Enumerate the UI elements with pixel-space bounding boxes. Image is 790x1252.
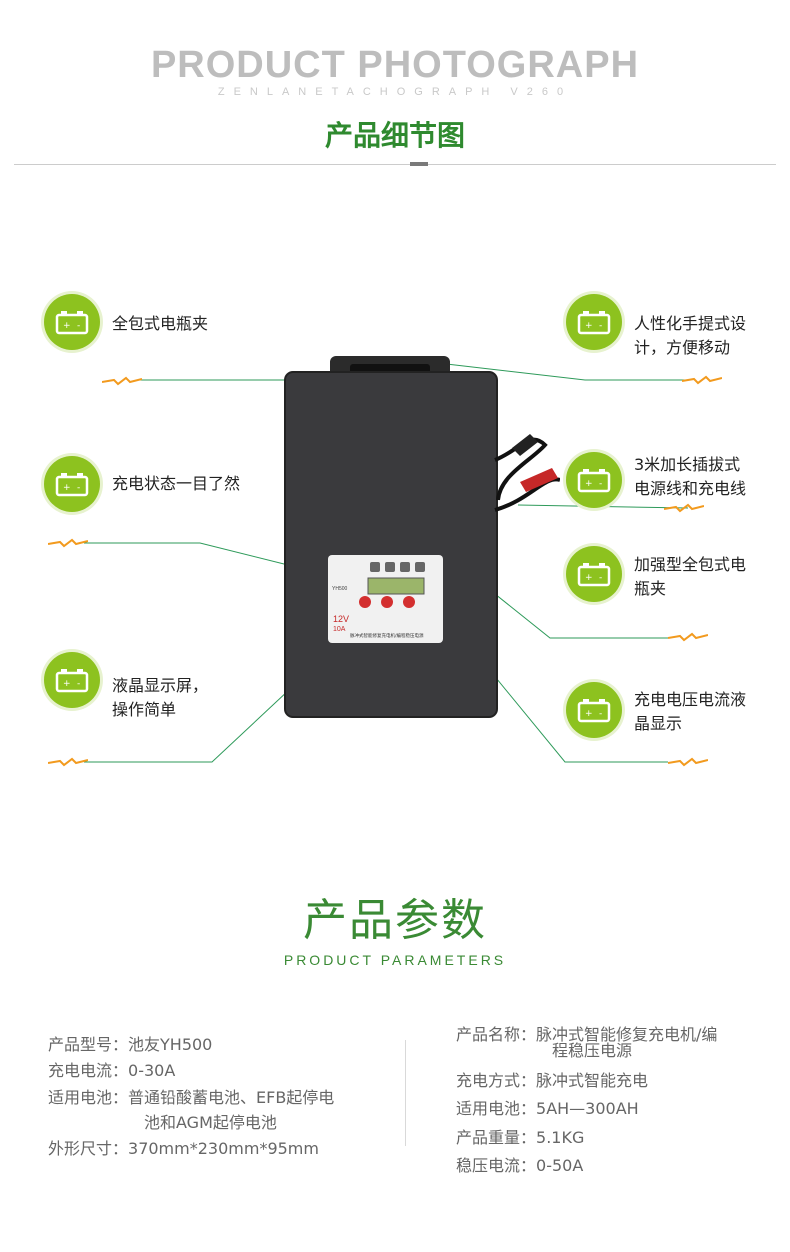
charger-device-image: 12V 10A YH500 脉冲式智能修复充电机/编程稳压电源 xyxy=(284,356,560,718)
battery-icon: +- xyxy=(44,294,100,350)
lightning-icon xyxy=(48,757,88,767)
feature-label-1: 全包式电瓶夹 xyxy=(112,314,209,333)
param-row: 适用电池：5AH—300AH xyxy=(456,1099,639,1118)
feature-label-6: 加强型全包式电 瓶夹 xyxy=(634,555,747,598)
header-divider xyxy=(14,164,776,165)
battery-icon: +- xyxy=(566,546,622,602)
svg-text:-: - xyxy=(77,679,80,689)
device-lcd xyxy=(367,577,425,595)
device-body xyxy=(285,372,497,717)
svg-text:-: - xyxy=(599,573,602,583)
feature-label-4: 人性化手提式设 计，方便移动 xyxy=(634,314,747,357)
feature-label-5: 3米加长插拔式 电源线和充电线 xyxy=(634,455,747,498)
feature-label-3: 液晶显示屏， 操作简单 xyxy=(112,676,209,719)
svg-text:-: - xyxy=(599,321,602,331)
param-row: 外形尺寸：370mm*230mm*95mm xyxy=(48,1139,319,1158)
params-title: 产品参数 xyxy=(303,895,487,946)
panel-current: 10A xyxy=(333,626,346,633)
battery-icon: +- xyxy=(566,294,622,350)
page-title-en: PRODUCT PHOTOGRAPH xyxy=(150,44,640,86)
lightning-icon xyxy=(664,503,704,513)
panel-voltage: 12V xyxy=(333,614,349,624)
feature-label-7: 充电电压电流液 晶显示 xyxy=(634,690,747,733)
svg-text:-: - xyxy=(77,483,80,493)
page-title-cn: 产品细节图 xyxy=(324,119,465,152)
param-row: 产品名称：脉冲式智能修复充电机/编 xyxy=(456,1025,718,1044)
battery-icon: +- xyxy=(44,456,100,512)
battery-icon: +- xyxy=(566,452,622,508)
param-row: 稳压电流：0-50A xyxy=(456,1156,584,1175)
param-row: 产品重量：5.1KG xyxy=(456,1128,585,1147)
battery-icon: +- xyxy=(44,652,100,708)
page-subtitle-en: ZENLANETACHOGRAPH V260 xyxy=(217,86,573,98)
param-row: 产品型号：池友YH500 xyxy=(48,1035,213,1054)
callout-line-4 xyxy=(411,359,688,381)
params-subtitle: PRODUCT PARAMETERS xyxy=(283,952,507,968)
lightning-icon xyxy=(102,376,142,386)
svg-text:+: + xyxy=(585,321,593,331)
lightning-icon xyxy=(682,375,722,385)
params-divider xyxy=(405,1040,406,1146)
svg-text:+: + xyxy=(63,321,71,331)
svg-text:-: - xyxy=(77,321,80,331)
param-row: 适用电池：普通铅酸蓄电池、EFB起停电 xyxy=(48,1088,335,1107)
param-row: 充电电流：0-30A xyxy=(48,1061,176,1080)
clamp-red xyxy=(520,468,558,492)
lightning-icon xyxy=(668,757,708,767)
panel-caption: 脉冲式智能修复充电机/编程稳压电源 xyxy=(350,632,424,639)
svg-text:-: - xyxy=(599,709,602,719)
param-row-continued: 池和AGM起停电池 xyxy=(144,1113,277,1132)
clamp-black xyxy=(512,434,538,456)
svg-text:+: + xyxy=(585,573,593,583)
svg-text:+: + xyxy=(63,483,71,493)
lightning-icon xyxy=(668,632,708,642)
param-row: 充电方式：脉冲式智能充电 xyxy=(456,1071,649,1090)
svg-text:+: + xyxy=(585,479,593,489)
lightning-icon xyxy=(48,538,88,548)
feature-label-2: 充电状态一目了然 xyxy=(112,474,241,493)
svg-text:+: + xyxy=(585,709,593,719)
panel-model: YH500 xyxy=(332,586,348,592)
param-row-continued: 程稳压电源 xyxy=(552,1041,633,1060)
svg-text:-: - xyxy=(599,479,602,489)
battery-icon: +- xyxy=(566,682,622,738)
header-divider-mark xyxy=(410,162,428,166)
svg-text:+: + xyxy=(63,679,71,689)
